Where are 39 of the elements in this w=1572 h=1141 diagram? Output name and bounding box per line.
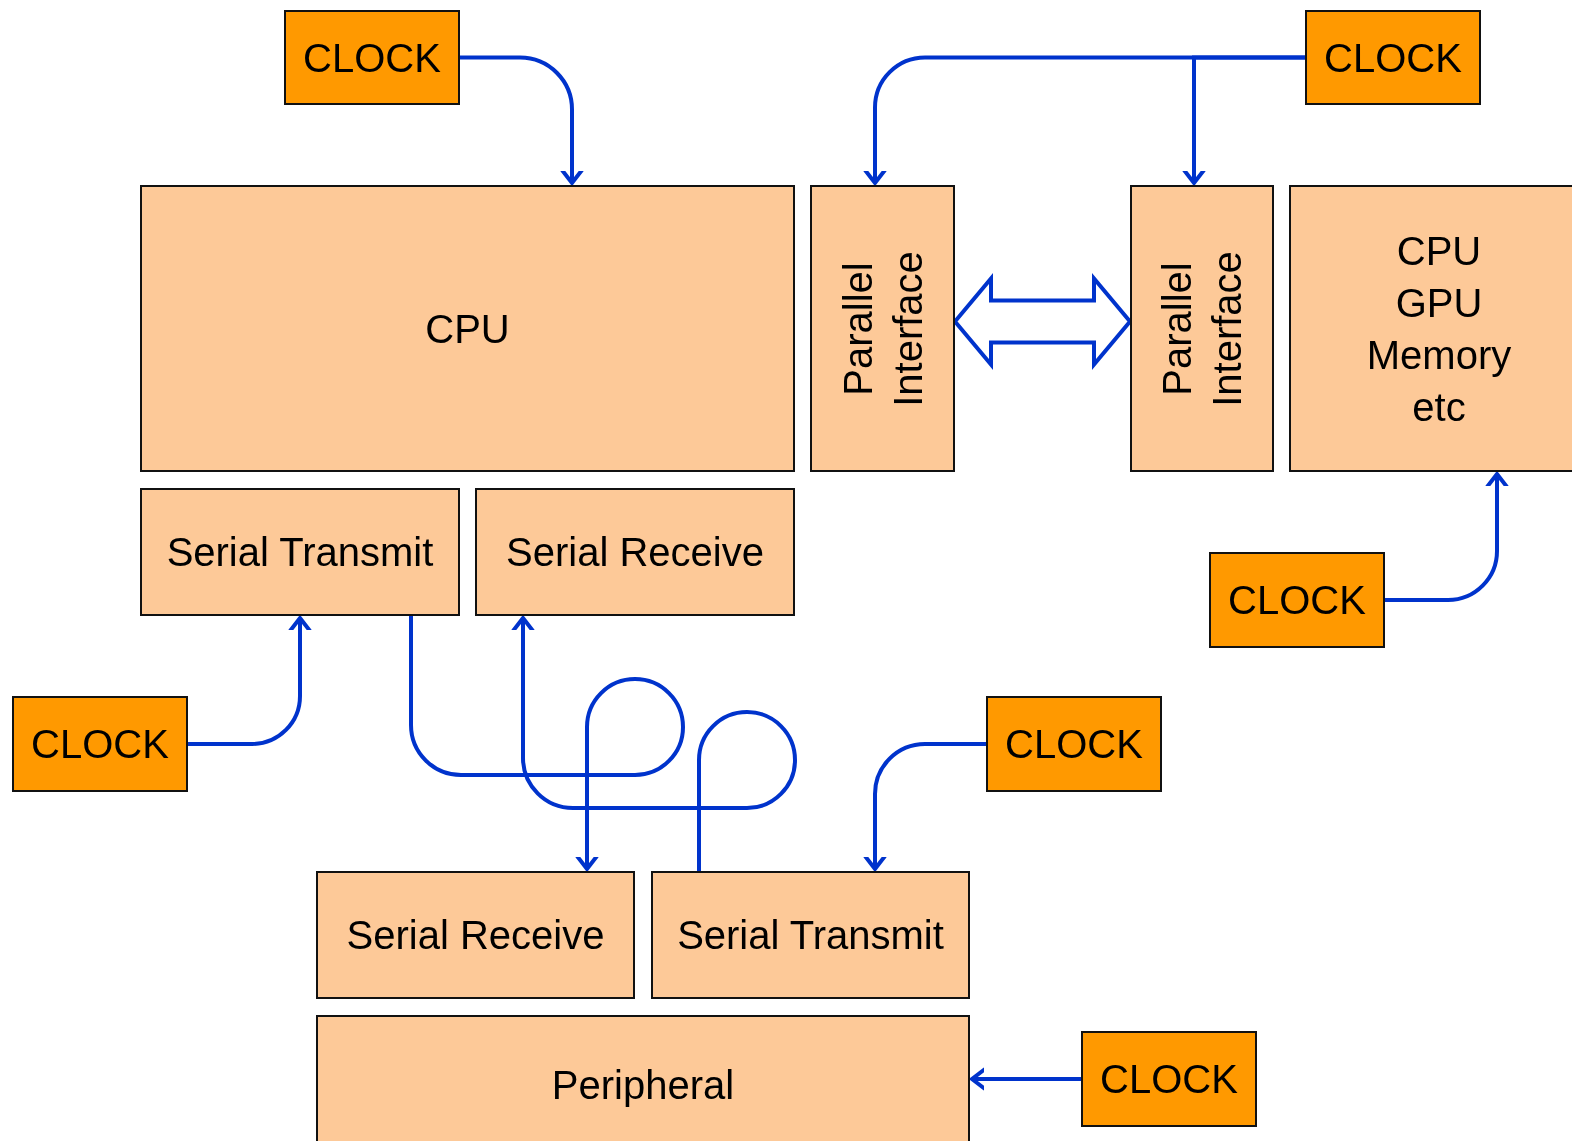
- block-box: [1289, 185, 1572, 472]
- block-box: [140, 488, 460, 616]
- block-box: [1130, 185, 1274, 472]
- box-label: Serial Transmit: [166, 529, 434, 576]
- box-label: Parallel Interface: [1154, 250, 1250, 407]
- box-label: CLOCK: [1324, 34, 1462, 82]
- block-box: [316, 1015, 970, 1141]
- arrow: [409, 616, 685, 871]
- clock-box: [284, 10, 460, 105]
- arrow: [1385, 472, 1509, 602]
- box-label: Parallel Interface: [834, 250, 931, 407]
- block-box: [140, 185, 795, 472]
- clock-box: [12, 696, 188, 792]
- arrow: [188, 616, 312, 746]
- box-label: CLOCK: [1100, 1056, 1238, 1103]
- block-box: [475, 488, 795, 616]
- clock-box: [1305, 10, 1481, 105]
- arrow: [1182, 55, 1305, 185]
- double-arrow: [952, 273, 1133, 370]
- arrow: [511, 616, 797, 871]
- clock-box: [1209, 552, 1385, 648]
- box-label: CPU GPU Memory etc: [1365, 227, 1513, 431]
- box-label: Serial Receive: [506, 529, 764, 576]
- block-box: [651, 871, 970, 999]
- arrow: [460, 55, 584, 185]
- box-label: Serial Transmit: [677, 912, 944, 959]
- block-box: [810, 185, 955, 472]
- box-label: CLOCK: [303, 34, 441, 82]
- box-label: CLOCK: [31, 721, 169, 768]
- block-box: [316, 871, 635, 999]
- box-label: CLOCK: [1228, 577, 1366, 624]
- clock-box: [1081, 1031, 1257, 1127]
- box-label: CPU: [425, 305, 510, 353]
- box-label: CLOCK: [1005, 721, 1143, 768]
- clock-box: [986, 696, 1162, 792]
- box-label: Peripheral: [551, 1062, 735, 1109]
- arrow: [970, 1067, 1081, 1091]
- arrow: [863, 742, 986, 871]
- box-label: Serial Receive: [346, 912, 605, 959]
